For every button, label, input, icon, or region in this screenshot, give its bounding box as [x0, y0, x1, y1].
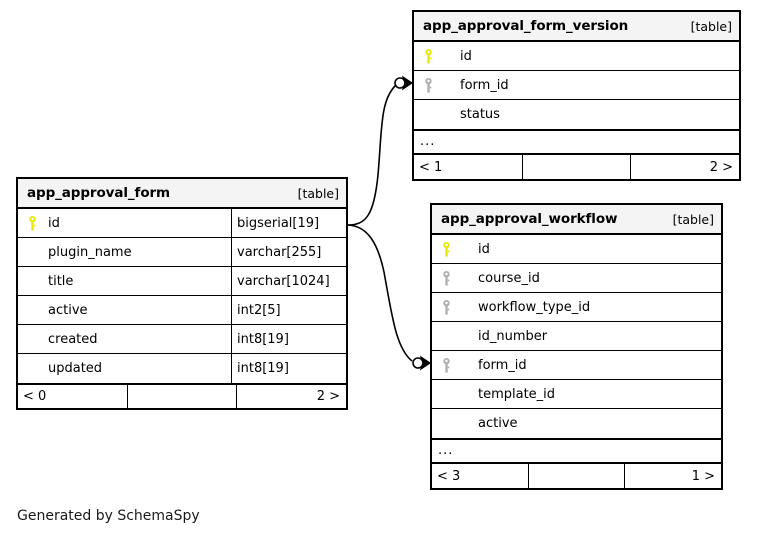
- foreign-key-icon: [432, 299, 460, 315]
- column-name: status: [460, 107, 500, 122]
- column-name-cell: created: [18, 325, 232, 353]
- relationship-arrowhead-form-version: [401, 75, 414, 91]
- table-footer-nav-app-approval-form: < 0 2 >: [18, 383, 346, 408]
- footer-spacer: [128, 385, 237, 408]
- table-row[interactable]: updated int8[19]: [18, 354, 346, 383]
- column-name: plugin_name: [48, 244, 132, 260]
- column-type: int8[19]: [237, 361, 289, 376]
- table-row[interactable]: active int2[5]: [18, 296, 346, 325]
- table-app-approval-form[interactable]: app_approval_form [table] id bi: [16, 177, 348, 410]
- column-name-cell: template_id: [432, 380, 721, 408]
- table-row[interactable]: id bigserial[19]: [18, 209, 346, 238]
- foreign-key-icon: [414, 77, 442, 93]
- column-name-cell: title: [18, 267, 232, 295]
- footer-spacer: [529, 464, 625, 488]
- table-row[interactable]: course_id: [432, 264, 721, 293]
- column-name: active: [478, 416, 518, 431]
- table-kind-label: [table]: [297, 185, 339, 201]
- column-name: course_id: [478, 270, 540, 286]
- table-row[interactable]: workflow_type_id: [432, 293, 721, 322]
- parent-relations-count[interactable]: < 1: [414, 155, 523, 179]
- column-type: varchar[1024]: [237, 273, 330, 289]
- table-footer-nav-app-approval-form-version: < 1 2 >: [414, 154, 739, 179]
- column-name: template_id: [478, 386, 556, 402]
- table-row[interactable]: template_id: [432, 380, 721, 409]
- column-type: int8[19]: [237, 331, 289, 347]
- table-app-approval-form-version[interactable]: app_approval_form_version [table] id: [412, 10, 741, 181]
- table-header-app-approval-form: app_approval_form [table]: [18, 179, 346, 209]
- table-app-approval-workflow[interactable]: app_approval_workflow [table] id: [430, 203, 723, 490]
- table-row[interactable]: id: [432, 235, 721, 264]
- generated-by-caption: Generated by SchemaSpy: [17, 508, 200, 524]
- foreign-key-icon: [432, 357, 460, 373]
- table-header-app-approval-workflow: app_approval_workflow [table]: [432, 205, 721, 235]
- table-row[interactable]: title varchar[1024]: [18, 267, 346, 296]
- column-name-cell: id: [432, 235, 721, 263]
- table-kind-label: [table]: [690, 18, 732, 34]
- column-name-cell: workflow_type_id: [432, 293, 721, 321]
- table-row[interactable]: form_id: [432, 351, 721, 380]
- child-relations-count[interactable]: 2 >: [316, 389, 340, 404]
- column-name-cell: id_number: [432, 322, 721, 350]
- column-type: bigserial[19]: [237, 215, 320, 231]
- column-name: id: [460, 48, 472, 64]
- column-name: id_number: [478, 328, 548, 344]
- column-name: created: [48, 331, 98, 347]
- table-columns-app-approval-workflow: id course_id: [432, 235, 721, 438]
- primary-key-icon: [432, 241, 460, 257]
- table-title: app_approval_workflow: [441, 211, 618, 227]
- table-columns-app-approval-form-version: id form_id: [414, 42, 739, 129]
- more-columns-indicator: ...: [432, 438, 721, 463]
- column-name: active: [48, 302, 88, 318]
- table-title: app_approval_form_version: [423, 18, 629, 34]
- relationship-line-form-to-form-version: [347, 84, 397, 226]
- table-row[interactable]: plugin_name varchar[255]: [18, 238, 346, 267]
- table-kind-label: [table]: [672, 211, 714, 227]
- column-name-cell: active: [432, 409, 721, 438]
- column-name: id: [48, 215, 60, 231]
- footer-spacer: [523, 155, 631, 179]
- table-row[interactable]: id_number: [432, 322, 721, 351]
- foreign-key-icon: [432, 270, 460, 286]
- column-name-cell: active: [18, 296, 232, 324]
- parent-relations-count[interactable]: < 3: [432, 464, 529, 488]
- column-name: workflow_type_id: [478, 299, 591, 315]
- relationship-line-form-to-workflow: [347, 224, 413, 362]
- relationship-arrowhead-workflow: [419, 355, 432, 371]
- table-row[interactable]: active: [432, 409, 721, 438]
- column-name-cell: updated: [18, 354, 232, 383]
- table-row[interactable]: id: [414, 42, 739, 71]
- relationship-endpoint-circle-workflow: [412, 357, 424, 369]
- table-footer-nav-app-approval-workflow: < 3 1 >: [432, 463, 721, 488]
- primary-key-icon: [414, 48, 442, 64]
- column-name: updated: [48, 361, 103, 376]
- column-type: int2[5]: [237, 302, 281, 318]
- column-name-cell: form_id: [432, 351, 721, 379]
- column-name-cell: id: [18, 209, 232, 237]
- table-header-app-approval-form-version: app_approval_form_version [table]: [414, 12, 739, 42]
- table-row[interactable]: created int8[19]: [18, 325, 346, 354]
- table-row[interactable]: form_id: [414, 71, 739, 100]
- more-columns-indicator: ...: [414, 129, 739, 154]
- column-name: id: [478, 241, 490, 257]
- column-name-cell: status: [414, 100, 739, 129]
- column-name: form_id: [478, 357, 527, 373]
- child-relations-count[interactable]: 1 >: [691, 468, 715, 484]
- child-relations-count[interactable]: 2 >: [709, 159, 733, 175]
- table-columns-app-approval-form: id bigserial[19] plugin_name varchar[255…: [18, 209, 346, 383]
- parent-relations-count[interactable]: < 0: [18, 385, 128, 408]
- column-name-cell: id: [414, 42, 739, 70]
- column-type: varchar[255]: [237, 244, 322, 260]
- column-name: form_id: [460, 77, 509, 93]
- column-name-cell: course_id: [432, 264, 721, 292]
- table-row[interactable]: status: [414, 100, 739, 129]
- column-name-cell: form_id: [414, 71, 739, 99]
- column-name-cell: plugin_name: [18, 238, 232, 266]
- relationship-endpoint-circle-form-version: [394, 77, 406, 89]
- column-name: title: [48, 273, 74, 289]
- table-title: app_approval_form: [27, 185, 171, 201]
- primary-key-icon: [18, 215, 46, 231]
